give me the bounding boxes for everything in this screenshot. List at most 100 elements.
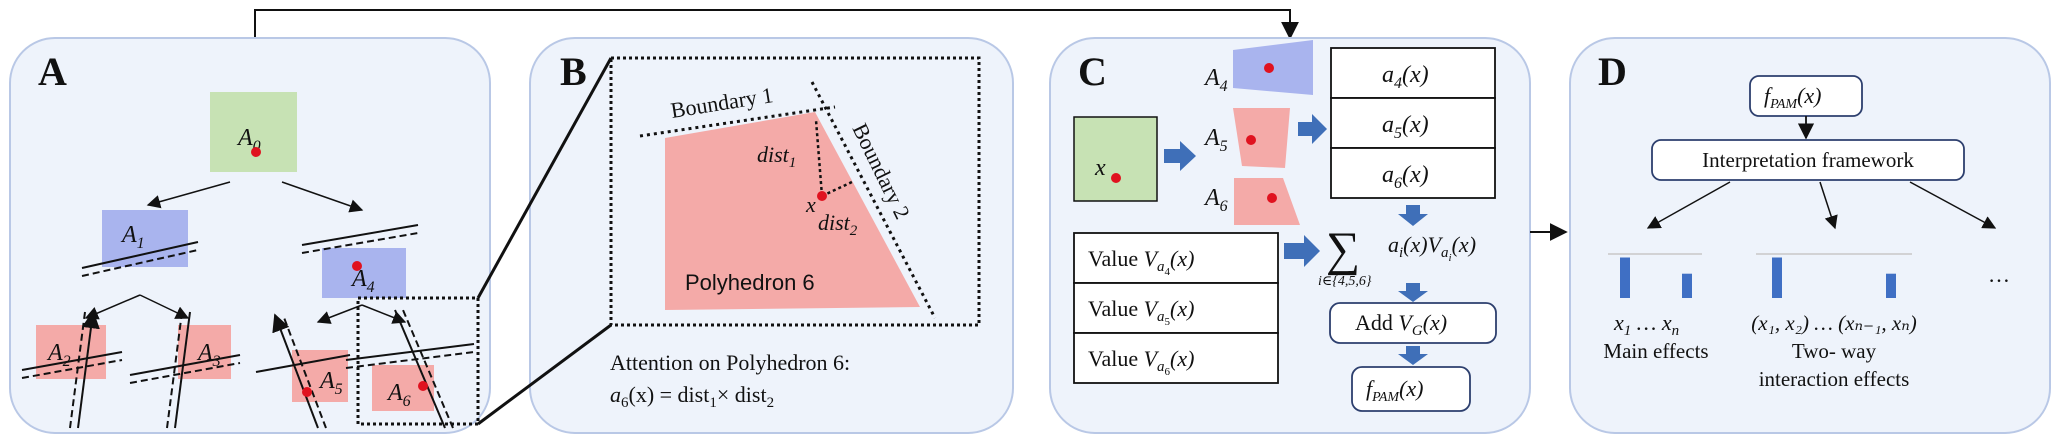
- framework-box: [1651, 139, 1965, 181]
- main-effects-chart: [1608, 253, 1702, 298]
- more-effects-ellipsis: …: [1988, 262, 2010, 287]
- boundary-a2-split: [77, 310, 100, 429]
- add-vg-label: Add VG(x): [1355, 310, 1447, 339]
- attention-a6: a6(x): [1382, 162, 1429, 192]
- attention-a5: a5(x): [1382, 112, 1429, 142]
- framework-label: Interpretation framework: [1702, 148, 1914, 172]
- add-vg-box: [1329, 302, 1497, 344]
- tree-edge-a0-a1: [146, 181, 231, 209]
- panel-d: [1569, 37, 2051, 434]
- region-a4: [322, 248, 406, 298]
- panel-c-label: C: [1078, 49, 1107, 94]
- boundary-a1: [81, 241, 199, 269]
- panel-b-label: B: [560, 49, 587, 94]
- caption-line-1: Attention on Polyhedron 6:: [610, 350, 850, 375]
- main-effects-label: Main effects: [1603, 339, 1708, 363]
- region-a5-label: A5: [318, 368, 343, 398]
- region-a6-label: A6: [386, 380, 411, 410]
- boundary-a2-main-dashed: [21, 359, 123, 379]
- pair-effects-axis-label: (x₁, x₂) … (xₙ₋₁, xₙ): [1751, 311, 1916, 335]
- boundary-a3-split-dashed: [166, 311, 183, 429]
- value-a6: Value Va6(x): [1088, 346, 1194, 378]
- zoom-line-bottom: [477, 323, 612, 426]
- region-a3-label: A3: [196, 340, 221, 370]
- attention-box-a4: [1330, 47, 1496, 99]
- boundary-a5-main: [255, 354, 351, 373]
- sum-term: ai(x)Vai(x): [1388, 232, 1476, 264]
- blue-arrow-add-down: [1398, 346, 1428, 365]
- input-region-x: [1073, 116, 1158, 202]
- region-c-a4-label: A4: [1203, 65, 1228, 95]
- arrow-framework-to-pair: [1819, 181, 1838, 230]
- zoom-detail-box: [609, 56, 981, 327]
- point-x: [817, 191, 827, 201]
- output-fpam-label: fPAM(x): [1366, 376, 1424, 405]
- main-effect-bar-n: [1682, 273, 1692, 298]
- dist2-label: dist2: [818, 210, 858, 239]
- boundary-a5-split-dashed: [282, 314, 327, 429]
- zoom-box-a6: [356, 296, 480, 426]
- value-box-a6: [1073, 332, 1279, 384]
- tree-edge-a0-a4: [281, 181, 364, 213]
- polyhedron-6: [665, 112, 920, 310]
- panel-a: [9, 37, 491, 434]
- boundary-a4: [301, 224, 419, 246]
- sum-index: i∈{4,5,6}: [1318, 274, 1372, 289]
- boundary-a5-split: [272, 313, 319, 429]
- blue-arrow-regions-to-attention: [1298, 114, 1327, 144]
- blue-arrow-x-to-regions: [1164, 141, 1196, 171]
- pair-effect-bar-1: [1772, 257, 1782, 298]
- region-a4-label: A4: [350, 266, 375, 296]
- region-a6-point: [418, 381, 428, 391]
- region-c-a5-label: A5: [1203, 125, 1228, 155]
- blue-arrow-attention-down: [1398, 205, 1428, 226]
- boundary-a6-split: [394, 309, 446, 429]
- sum-symbol: ∑: [1326, 223, 1360, 276]
- main-effects-axis-label: x1 … xn: [1613, 310, 1679, 339]
- pair-effects-label-line2: interaction effects: [1759, 367, 1910, 391]
- region-a1-label: A1: [120, 222, 145, 252]
- region-c-a6-point: [1267, 193, 1277, 203]
- boundary-1-line: [639, 105, 836, 138]
- boundary-a4-dashed: [301, 232, 419, 254]
- region-c-a6: [1234, 178, 1300, 225]
- region-a0-point: [251, 147, 261, 157]
- attention-a4: a4(x): [1382, 62, 1429, 92]
- value-box-a4: [1073, 232, 1279, 284]
- blue-arrow-values-to-sum: [1284, 235, 1320, 267]
- pair-effects-chart: [1756, 253, 1912, 298]
- region-c-a6-label: A6: [1203, 185, 1228, 215]
- region-c-a4-point: [1264, 63, 1274, 73]
- arrow-framework-to-more: [1909, 181, 1997, 229]
- region-c-a5-point: [1246, 135, 1256, 145]
- pair-effect-bar-n: [1886, 273, 1896, 298]
- value-a5: Value Va5(x): [1088, 296, 1194, 328]
- main-effect-bar-1: [1620, 257, 1630, 298]
- dist1-line: [814, 119, 824, 197]
- boundary-a1-dashed: [81, 249, 199, 277]
- value-box-a5: [1073, 282, 1279, 334]
- region-a5-point: [302, 387, 312, 397]
- value-a4: Value Va4(x): [1088, 246, 1194, 278]
- region-a5: [292, 350, 348, 402]
- region-a2: [36, 325, 106, 379]
- input-x-point: [1111, 173, 1121, 183]
- panel-a-label: A: [38, 49, 67, 94]
- region-a4-point: [352, 261, 362, 271]
- boundary-a2-split-dashed: [69, 311, 86, 429]
- output-fpam-box: [1351, 366, 1471, 412]
- tree-edge-a4-a5: [316, 304, 363, 324]
- boundary-a2-main: [21, 351, 123, 371]
- attention-box-a6: [1330, 147, 1496, 199]
- fpam-top-label: fPAM(x): [1764, 83, 1822, 112]
- connector-a-to-c: [254, 9, 1299, 40]
- region-a0: [210, 92, 297, 172]
- boundary-a3-split: [174, 311, 191, 429]
- boundary-a3-main: [129, 354, 241, 376]
- input-x-label: x: [1094, 155, 1106, 181]
- boundary-2-line: [810, 81, 937, 319]
- boundary-a6-main: [345, 343, 475, 361]
- arrow-framework-to-main: [1646, 181, 1731, 229]
- zoom-line-top: [476, 57, 613, 299]
